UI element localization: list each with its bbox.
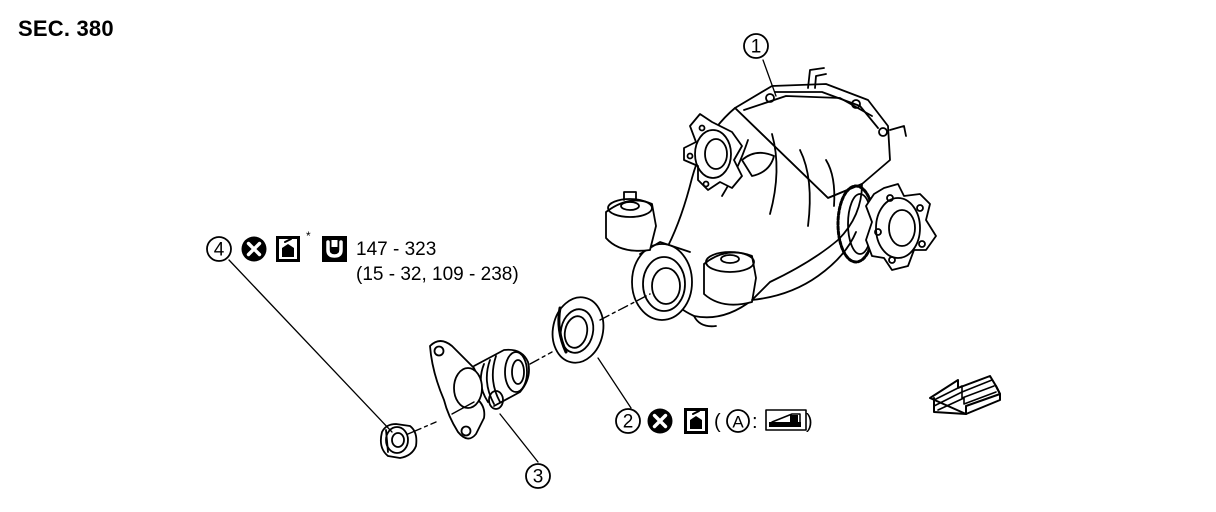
tighten-icon <box>322 236 347 262</box>
lubricate-asterisk: * <box>306 229 311 243</box>
differential-carrier <box>605 67 937 328</box>
vehicle-front-arrow <box>929 375 1001 415</box>
lubricate-icon <box>276 236 300 262</box>
section-label: SEC. 380 <box>18 16 114 41</box>
companion-flange <box>429 340 530 440</box>
callout-2-number: 2 <box>623 412 634 433</box>
torque-value-alt: (15 - 32, 109 - 238) <box>356 264 519 285</box>
torque-value-nm: 147 - 323 <box>356 239 437 260</box>
lubricate-icon <box>684 408 708 434</box>
no-reuse-icon <box>647 408 673 434</box>
callout-2-open-paren: ( <box>714 411 721 433</box>
callout-4-number: 4 <box>214 240 225 261</box>
callout-1-number: 1 <box>751 37 762 58</box>
callout-2: 2 <box>615 408 641 434</box>
oil-seal <box>551 296 605 364</box>
side-flange-right <box>865 183 937 271</box>
callout-1: 1 <box>743 33 769 59</box>
callout-4: 4 <box>206 236 232 262</box>
callout-2-colon: : <box>752 411 758 433</box>
callout-2-close-paren: ) <box>806 411 813 433</box>
drive-pinion-nut <box>379 423 418 459</box>
reference-a-letter: A <box>732 413 744 432</box>
callout-3-number: 3 <box>533 467 544 488</box>
reference-a-badge: A <box>726 409 750 433</box>
callout-3: 3 <box>525 463 551 489</box>
no-reuse-icon <box>241 236 267 262</box>
grease-gun-icon <box>765 409 807 431</box>
side-flange-left <box>683 113 743 191</box>
